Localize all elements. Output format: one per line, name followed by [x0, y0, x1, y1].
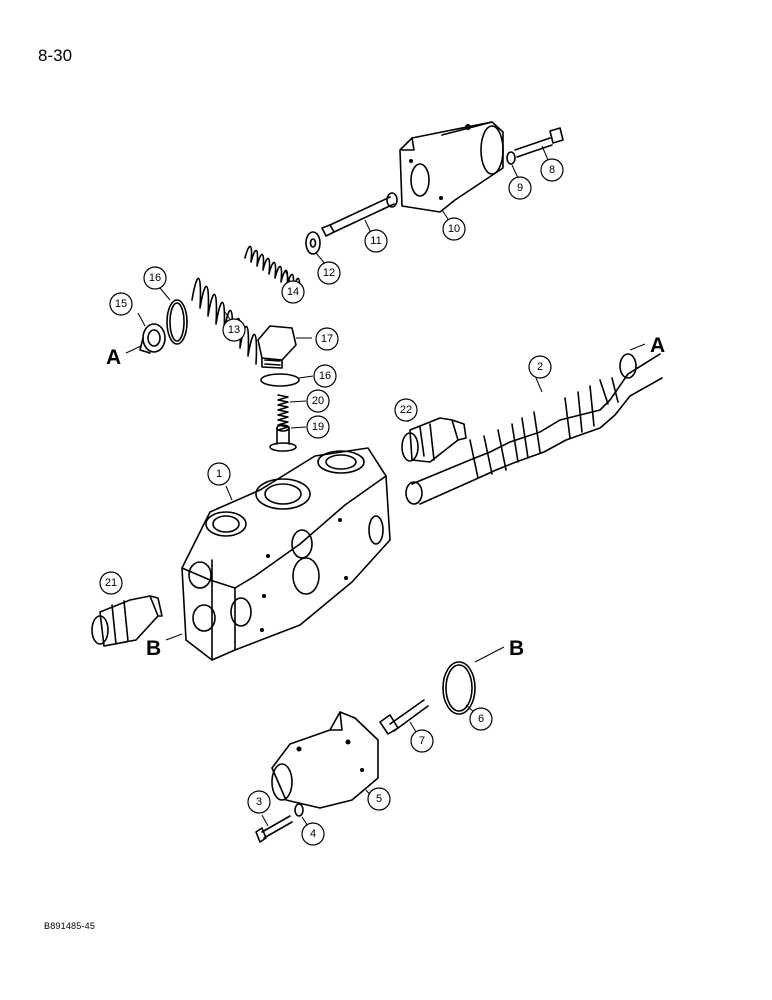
callout-22: 22 [394, 398, 418, 422]
svg-text:17: 17 [321, 333, 333, 345]
callout-11: 11 [364, 229, 388, 253]
callout-4: 4 [301, 822, 325, 846]
plug-part-17 [257, 325, 312, 369]
callout-12: 12 [317, 261, 341, 285]
small-spring-part-20 [277, 394, 307, 431]
ref-letter-b-left: B [146, 637, 161, 660]
relief-cartridge-part-21 [91, 584, 163, 647]
o-ring-part-6 [442, 661, 476, 715]
ref-letter-b-right: B [509, 637, 524, 660]
ref-lead-a-left [125, 345, 142, 354]
washer-part-4 [294, 803, 309, 827]
callout-21: 21 [99, 571, 123, 595]
svg-text:1: 1 [216, 468, 222, 480]
callout-19: 19 [306, 415, 330, 439]
svg-text:4: 4 [310, 828, 316, 840]
svg-text:7: 7 [419, 735, 425, 747]
screw-part-3 [255, 814, 293, 843]
svg-text:16: 16 [149, 272, 161, 284]
svg-text:11: 11 [370, 235, 381, 247]
svg-text:22: 22 [400, 404, 412, 416]
svg-text:12: 12 [323, 267, 335, 279]
washer-part-9 [506, 151, 519, 179]
guide-pin-part-11 [321, 192, 398, 237]
svg-text:20: 20 [312, 395, 324, 407]
page-number: 8-30 [38, 46, 73, 65]
svg-text:16: 16 [319, 370, 331, 382]
callout-20: 20 [306, 389, 330, 413]
svg-text:5: 5 [376, 793, 382, 805]
callout-16-upper: 16 [143, 266, 167, 290]
callout-10: 10 [442, 217, 466, 241]
ref-lead-a-right [629, 343, 646, 351]
svg-text:8: 8 [549, 164, 555, 176]
callout-7: 7 [410, 729, 434, 753]
figure-code: B891485-45 [44, 921, 96, 931]
svg-text:14: 14 [287, 286, 299, 298]
bolt-part-8 [514, 127, 564, 161]
svg-text:9: 9 [517, 182, 523, 194]
o-ring-part-16-lower [260, 373, 314, 387]
callout-16-lower: 16 [313, 364, 337, 388]
callout-15: 15 [109, 292, 133, 316]
callout-6: 6 [469, 707, 493, 731]
bolt-part-7 [379, 699, 429, 735]
svg-text:10: 10 [448, 223, 460, 235]
svg-text:21: 21 [105, 577, 117, 589]
svg-text:15: 15 [115, 298, 127, 310]
svg-text:3: 3 [256, 796, 262, 808]
relief-valve-part-22 [401, 412, 467, 463]
svg-text:19: 19 [312, 421, 324, 433]
valve-body-part-1 [181, 447, 391, 661]
outer-spring-part-13 [191, 277, 258, 365]
retainer-part-15 [137, 312, 166, 354]
callout-1: 1 [207, 462, 231, 486]
svg-text:6: 6 [478, 713, 484, 725]
svg-text:13: 13 [228, 324, 240, 336]
callout-14: 14 [281, 280, 305, 304]
svg-text:2: 2 [537, 361, 543, 373]
ref-letter-a-right: A [650, 334, 665, 357]
callout-17: 17 [315, 327, 339, 351]
end-cap-housing-part-10 [399, 121, 504, 223]
washer-part-12 [305, 231, 327, 266]
ref-lead-b-right [474, 646, 505, 663]
callout-5: 5 [367, 787, 391, 811]
ref-lead-b-left [165, 633, 183, 641]
end-cap-part-5 [271, 711, 379, 809]
ref-letter-a-left: A [106, 346, 121, 369]
callout-8: 8 [540, 158, 564, 182]
poppet-part-19 [269, 424, 307, 452]
o-ring-part-16-upper [159, 287, 188, 345]
callout-9: 9 [508, 176, 532, 200]
spool-part-2 [405, 353, 663, 505]
inner-spring-part-14 [244, 245, 301, 295]
callout-3: 3 [247, 790, 271, 814]
callout-2: 2 [528, 355, 552, 379]
callout-13: 13 [222, 318, 246, 342]
